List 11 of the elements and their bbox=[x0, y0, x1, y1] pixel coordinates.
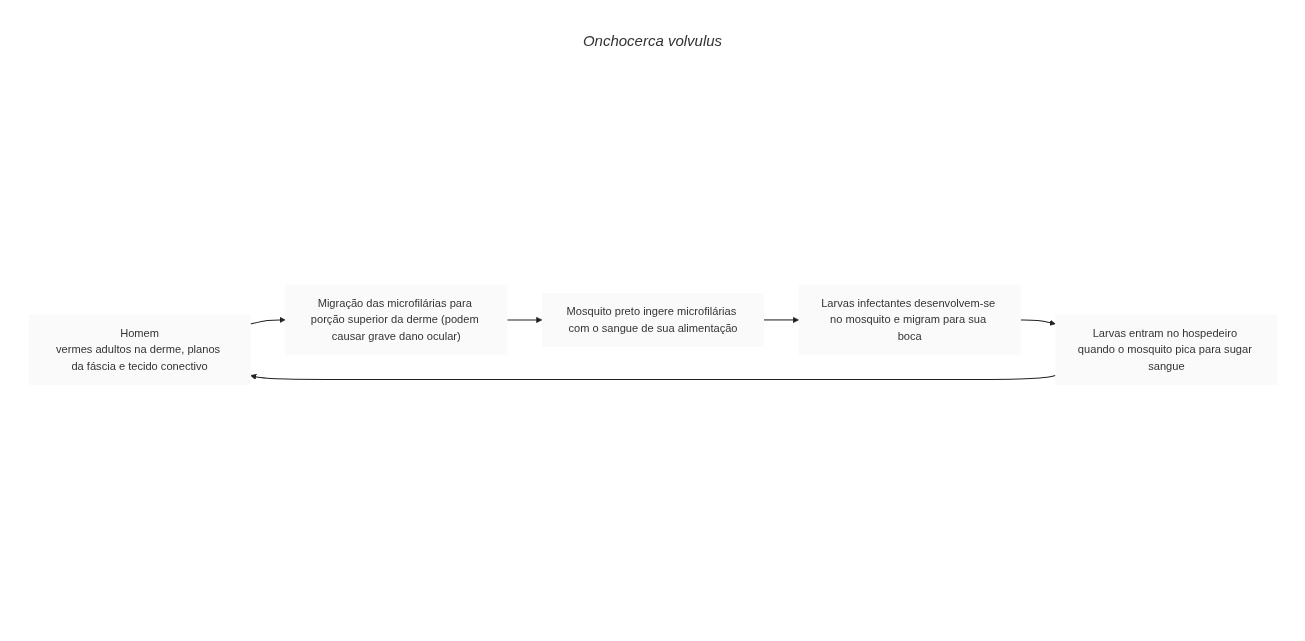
arrow bbox=[1019, 319, 1056, 326]
node-text: Larvas entram no hospedeiro quando o mosquito pica para sugar sangue bbox=[1077, 327, 1252, 373]
arrow bbox=[249, 317, 286, 325]
node-text: Mosquito preto ingere microfilárias com o sangue de sua alimentação bbox=[566, 305, 738, 334]
node-text: Migração das microfilárias para porção superior da derme (podem causar grave dano ocular) bbox=[310, 297, 479, 343]
arrow bbox=[249, 374, 1056, 381]
node-text: Larvas infectantes desenvolvem-se no mosquito e migram para sua boca bbox=[820, 297, 995, 343]
arrow bbox=[506, 317, 542, 324]
organism-name: Onchocerca volvulus bbox=[582, 32, 723, 49]
node-text: Homem vermes adultos na derme, planos da fáscia e tecido conectivo bbox=[55, 327, 220, 373]
arrow bbox=[763, 317, 799, 324]
